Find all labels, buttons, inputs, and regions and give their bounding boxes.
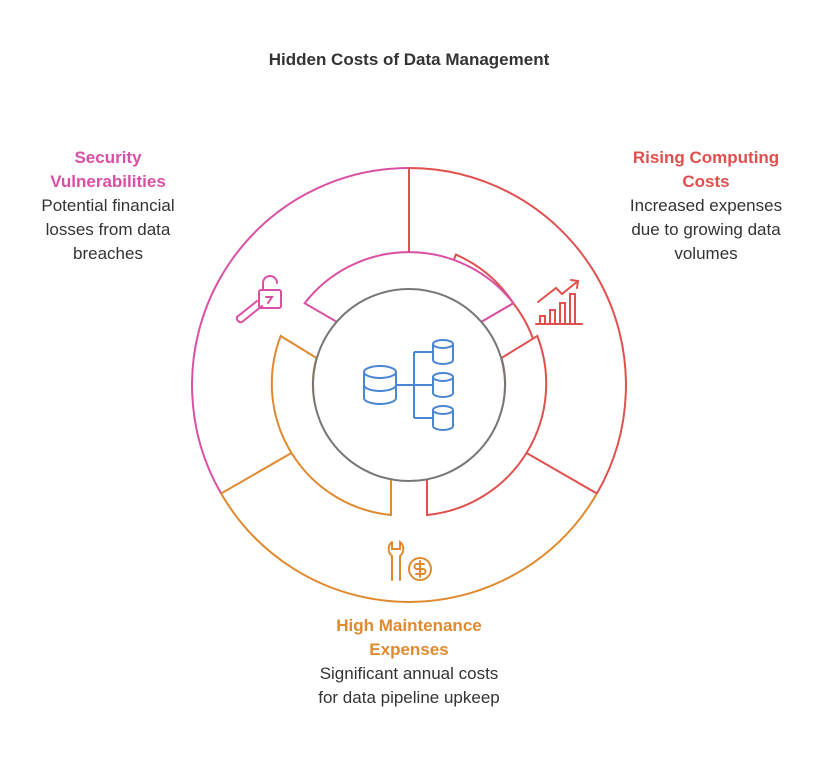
section-description-computing: Increased expenses due to growing data v… xyxy=(629,196,783,263)
outer-arc-maintenance xyxy=(220,492,598,603)
divider-left xyxy=(220,450,295,495)
section-maintenance: High Maintenance Expenses Significant an… xyxy=(314,614,504,710)
broken-lock-icon xyxy=(235,275,282,324)
outer-arc-computing xyxy=(408,167,627,494)
diagram-title: Hidden Costs of Data Management xyxy=(268,50,550,69)
section-heading-maintenance: High Maintenance Expenses xyxy=(336,616,482,659)
section-description-maintenance: Significant annual costs for data pipeli… xyxy=(318,664,500,707)
divider-right xyxy=(523,450,598,495)
wrench-dollar-icon xyxy=(387,539,432,581)
section-computing: Rising Computing Costs Increased expense… xyxy=(616,146,796,266)
section-heading-computing: Rising Computing Costs xyxy=(632,148,780,191)
rising-bar-chart-icon xyxy=(535,279,583,325)
database-hierarchy-icon xyxy=(363,339,454,431)
section-heading-security: Security Vulnerabilities xyxy=(50,148,166,191)
section-security: Security Vulnerabilities Potential finan… xyxy=(18,146,198,266)
section-description-security: Potential financial losses from data bre… xyxy=(41,196,175,263)
outer-arc-security xyxy=(191,167,410,494)
